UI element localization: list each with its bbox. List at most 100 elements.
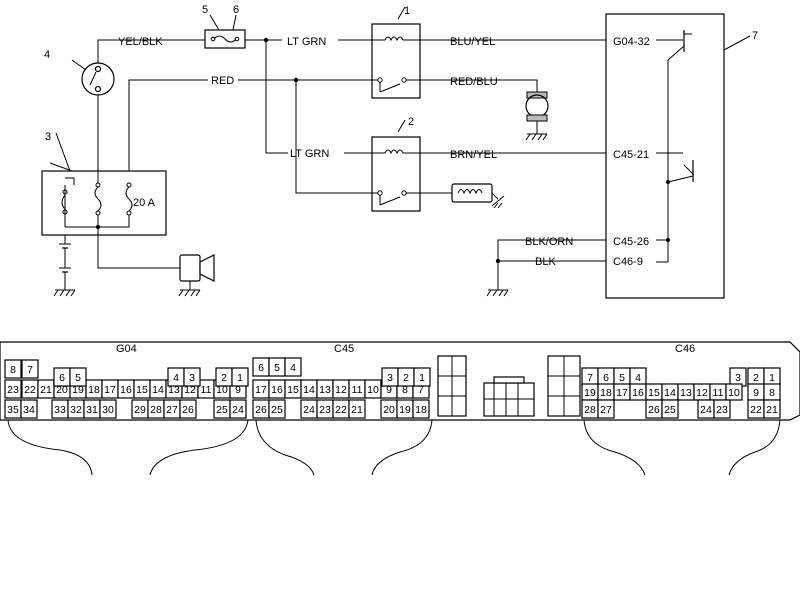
connector-pin-label: 26 <box>648 404 660 416</box>
connector-pin-label: 22 <box>24 384 36 396</box>
horn-icon <box>178 254 215 297</box>
connector-pin-label: 8 <box>769 387 775 399</box>
harness-curve <box>371 419 433 476</box>
connector-pin-label: 16 <box>120 384 132 396</box>
connector-pin-label: 28 <box>584 404 596 416</box>
connector-pin-cell <box>20 399 38 419</box>
connector-pin-label: 16 <box>271 384 283 396</box>
connector-pin-label: 16 <box>632 387 644 399</box>
connector-pin-label: 13 <box>680 387 692 399</box>
connector-pin-label: 2 <box>221 372 227 384</box>
fuse6-label: 6 <box>233 4 239 16</box>
connector-pin-label: 20 <box>383 404 395 416</box>
connector-pin-label: 7 <box>27 364 33 376</box>
connector-pin-label: 17 <box>616 387 628 399</box>
connector-pin-label: 19 <box>72 384 84 396</box>
fusebox-label: 3 <box>45 131 51 143</box>
wire-label-blk-orn: BLK/ORN <box>525 236 573 248</box>
wire-label-red: RED <box>211 75 234 87</box>
ecm-label: 7 <box>752 30 758 42</box>
connector-pin-label: 14 <box>664 387 676 399</box>
connector-pin-label: 21 <box>40 384 52 396</box>
connector-pin-label: 1 <box>769 372 775 384</box>
connector-pin-cell <box>763 399 781 419</box>
connector-pin-label: 23 <box>7 384 19 396</box>
connector-pin-cell <box>661 399 679 419</box>
connector-pin-cell <box>4 379 22 399</box>
connector-pin-cell <box>99 399 117 419</box>
connector-pin-label: 22 <box>335 404 347 416</box>
connector-pin-label: 5 <box>274 362 280 374</box>
wire-label-yel-blk: YEL/BLK <box>118 36 163 48</box>
harness-curve <box>149 419 249 476</box>
connector-pin-label: 24 <box>700 404 712 416</box>
wire-label-blu-yel: BLU/YEL <box>450 36 495 48</box>
connector-pin-label: 5 <box>75 372 81 384</box>
connector-pin-label: 6 <box>258 362 264 374</box>
connector-pin-label: 4 <box>635 372 641 384</box>
connector-pin-label: 17 <box>255 384 267 396</box>
connector-pin-label: 3 <box>189 372 195 384</box>
terminal-c46-9: C46-9 <box>613 256 643 268</box>
connector-pin-label: 10 <box>216 384 228 396</box>
connector-pin-cell <box>21 359 39 379</box>
wire-label-lt-grn-top: LT GRN <box>287 36 326 48</box>
connector-pin-label: 26 <box>182 404 194 416</box>
connector-pin-label: 7 <box>418 384 424 396</box>
connector-pin-label: 10 <box>367 384 379 396</box>
wire-label-red-blu: RED/BLU <box>450 76 498 88</box>
connector-pin-label: 2 <box>753 372 759 384</box>
connector-pin-label: 7 <box>587 372 593 384</box>
relay2-label: 2 <box>408 116 414 128</box>
wire-label-blk: BLK <box>535 256 556 268</box>
connector-pin-label: 13 <box>168 384 180 396</box>
connector-pin-label: 15 <box>287 384 299 396</box>
wire-blk-orn <box>497 239 606 290</box>
ground-icon <box>53 289 76 297</box>
connector-pin-label: 14 <box>152 384 164 396</box>
connector-pin-label: 11 <box>713 387 724 399</box>
connector-pin-label: 2 <box>403 372 409 384</box>
connector-spacer-right <box>547 355 581 417</box>
wire-label-lt-grn-mid: LT GRN <box>290 148 329 160</box>
connector-pin-label: 9 <box>386 384 392 396</box>
connector-pin-cell <box>725 383 743 401</box>
harness-curve <box>255 419 315 476</box>
connector-pin-label: 14 <box>303 384 315 396</box>
connector-pin-label: 25 <box>271 404 283 416</box>
connector-pin-cell <box>229 399 247 419</box>
connector-pin-label: 4 <box>173 372 179 384</box>
connector-pin-cell <box>413 367 431 387</box>
connector-pin-label: 22 <box>750 404 762 416</box>
solenoid-icon <box>451 183 505 209</box>
connector-pin-cell <box>713 399 731 419</box>
terminal-c45-21: C45-21 <box>613 149 649 161</box>
wire-lt-grn-mid <box>265 40 372 154</box>
connector-pin-label: 17 <box>104 384 116 396</box>
connector-spacer-mid <box>483 376 535 417</box>
connector-pin-cell <box>69 367 87 387</box>
relay-2: 2 <box>371 116 421 212</box>
wire-red-blu <box>420 79 538 92</box>
connector-pin-label: 21 <box>766 404 778 416</box>
connector-pin-cell <box>348 399 366 419</box>
fuse-5-6: 5 6 <box>202 4 246 49</box>
fuse-rating: 20 A <box>133 197 156 209</box>
connector-pin-label: 8 <box>10 364 16 376</box>
wire-yel-blk <box>97 39 205 63</box>
connector-pin-label: 19 <box>584 387 596 399</box>
connector-pin-label: 6 <box>59 372 65 384</box>
fuse5-label: 5 <box>202 4 208 16</box>
connector-pin-label: 18 <box>600 387 612 399</box>
connector-pin-label: 25 <box>664 404 676 416</box>
connector-pin-label: 1 <box>237 372 243 384</box>
connector-pin-label: 24 <box>232 404 244 416</box>
ecm-module-7: 7 G04-32 C45-21 C45-26 C46-9 <box>605 13 758 299</box>
connector-pin-label: 12 <box>184 384 196 396</box>
connector-pin-label: 13 <box>319 384 331 396</box>
connector-pin-label: 3 <box>735 372 741 384</box>
connector-pin-label: 10 <box>728 387 740 399</box>
connector-pin-cell <box>268 399 286 419</box>
